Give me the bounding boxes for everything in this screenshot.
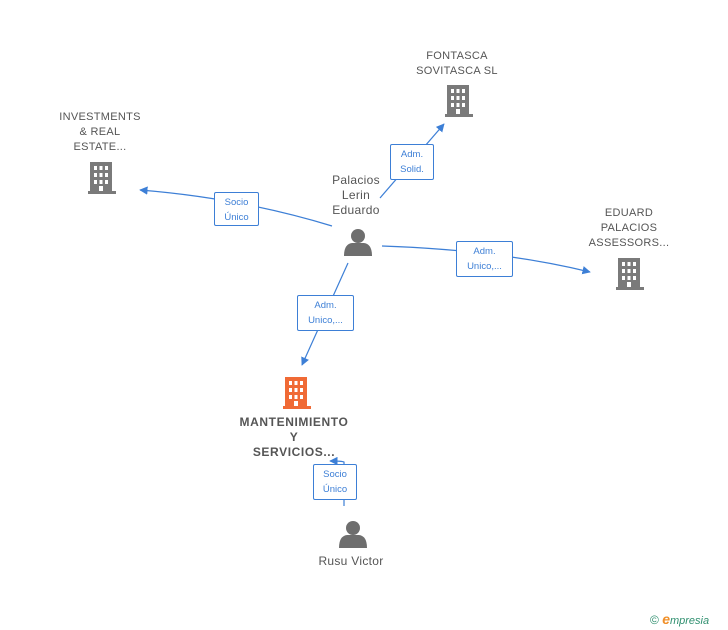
brand-logo-text: mpresia <box>669 615 710 627</box>
edge-label-eduard: Adm. Unico,... <box>456 241 513 277</box>
edge-label-investments: Socio Único <box>214 192 259 226</box>
person-icon <box>339 521 367 548</box>
edge-label-rusu: Socio Único <box>313 464 357 500</box>
edge-rusu-mantenimiento <box>329 456 345 506</box>
focus-building-icon <box>283 377 311 409</box>
person-label-rusu[interactable]: Rusu Victor <box>318 554 384 568</box>
brand-logo-e: e <box>662 611 670 627</box>
brand-footer[interactable]: © empresia <box>650 611 709 627</box>
person-label-palacios[interactable]: Palacios Lerin Eduardo <box>332 173 380 217</box>
edge-label-fontasca: Adm. Solid. <box>390 144 434 180</box>
building-icon <box>88 162 116 194</box>
person-icon <box>344 229 372 256</box>
company-label-eduard[interactable]: EDUARD PALACIOS ASSESSORS... <box>588 207 670 249</box>
edge-label-mantenimiento: Adm. Unico,... <box>297 295 354 331</box>
company-label-mantenimiento[interactable]: MANTENIMIENTO Y SERVICIOS... <box>239 415 349 459</box>
company-label-investments[interactable]: INVESTMENTS & REAL ESTATE... <box>59 111 141 153</box>
copyright-symbol: © <box>650 613 659 627</box>
building-icon <box>445 85 473 117</box>
building-icon <box>616 258 644 290</box>
company-label-fontasca[interactable]: FONTASCA SOVITASCA SL <box>416 50 498 77</box>
